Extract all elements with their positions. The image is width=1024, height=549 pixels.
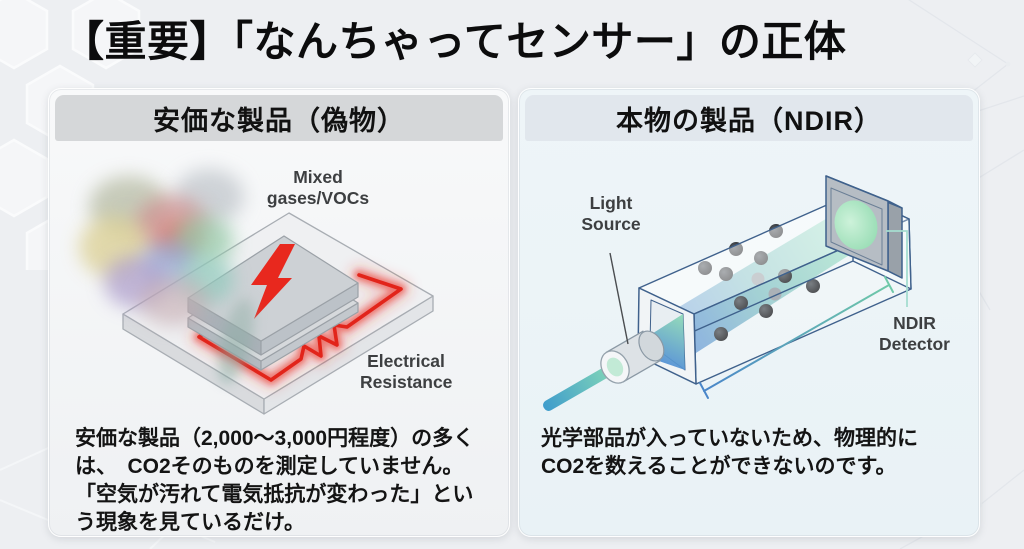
detector-callout-line [886, 230, 908, 307]
electrical-resistance-label: Electrical Resistance [360, 351, 453, 393]
ndir-illustration: Light Source NDIR Detector [519, 141, 979, 423]
cheap-sensor-card-title: 安価な製品（偽物） [55, 95, 503, 141]
ndir-detector-label: NDIR Detector [879, 313, 950, 355]
light-source [543, 330, 665, 411]
cheap-sensor-card: 安価な製品（偽物） [48, 88, 510, 537]
light-source-label: Light Source [581, 193, 641, 235]
page-title: 【重要】「なんちゃってセンサー」の正体 [62, 18, 847, 65]
light-source-callout-line [609, 252, 629, 345]
description-line: CO2を数えることができないのです。 [541, 455, 897, 478]
description-line: う現象を見ているだけ。 [75, 511, 305, 534]
gas-label: Mixed gases/VOCs [266, 167, 370, 209]
ndir-sensor-diagram [543, 175, 912, 411]
description-line: は、 CO2そのものを測定していません。 [75, 455, 464, 478]
lightning-bolt-icon [251, 244, 295, 319]
cheap-sensor-description: 安価な製品（2,000〜3,000円程度）の多く は、 CO2そのものを測定して… [75, 425, 474, 537]
gas-cloud-illustration [79, 161, 269, 351]
description-line: 「空気が汚れて電気抵抗が変わった」とい [75, 483, 474, 506]
ndir-card-title: 本物の製品（NDIR） [525, 95, 973, 141]
resistor-circuit [189, 265, 411, 390]
cheap-sensor-illustration: Mixed gases/VOCs Electrical Resistance [49, 141, 509, 423]
ndir-description: 光学部品が入っていないため、物理的に CO2を数えることができないのです。 [541, 425, 918, 481]
description-line: 光学部品が入っていないため、物理的に [541, 427, 918, 450]
dimension-line [699, 276, 894, 399]
ndir-detector [825, 175, 903, 279]
ndir-card: 本物の製品（NDIR） [518, 88, 980, 537]
description-line: 安価な製品（2,000〜3,000円程度）の多く [75, 427, 475, 450]
